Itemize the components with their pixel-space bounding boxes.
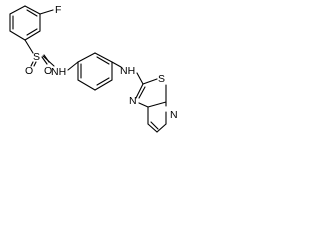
- bond-nh-to-thiazole: [136, 72, 144, 85]
- fluorine-atom: F: [55, 4, 61, 16]
- bond-ring-to-fluorine: [39, 9, 54, 15]
- thiazole-sulfur-atom: S: [158, 73, 165, 85]
- bond-sulfur-to-nh: [42, 55, 55, 67]
- pyridine-nitrogen-atom: N: [170, 109, 178, 121]
- bond-sulfur-oxygen-left: [30, 61, 34, 67]
- oxygen-atom-left: O: [25, 65, 33, 77]
- fluorobenzene-ring: [9, 5, 41, 41]
- pyridine-ring: [147, 101, 167, 133]
- bond-phenyl-to-nh: [111, 61, 122, 68]
- phenylene-ring: [77, 52, 113, 91]
- sulfonyl-sulfur-atom: S: [33, 51, 40, 63]
- bond-ring-to-sulfur: [24, 39, 34, 54]
- amine-nh-atom: NH: [120, 65, 135, 77]
- oxygen-atom-right: O: [44, 65, 52, 77]
- amide-nh-atom: NH: [51, 66, 66, 78]
- chemical-structure-diagram: F S O O NH NH NH S N: [9, 4, 178, 133]
- thiazole-nitrogen-atom: N: [129, 95, 137, 107]
- bond-nh-to-phenyl: [67, 61, 79, 71]
- thiazole-ring: [135, 78, 167, 108]
- bond-sulfur-oxygen-right: [41, 56, 48, 65]
